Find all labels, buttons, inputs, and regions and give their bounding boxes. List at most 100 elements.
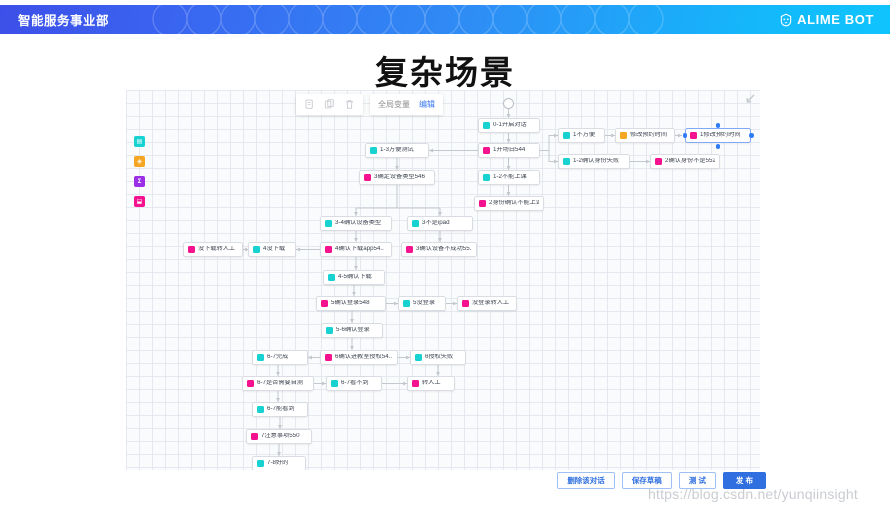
- flow-node-n6[interactable]: 修改预约时间: [615, 128, 675, 143]
- node-type-chip-icon: [370, 147, 377, 154]
- node-type-chip-icon: [326, 327, 333, 334]
- flow-node-n18[interactable]: 4-5确认下载: [323, 270, 385, 285]
- node-label: 转人工: [422, 380, 441, 387]
- watermark-text: https://blog.csdn.net/yunqiinsight: [648, 486, 858, 502]
- header-title: 智能服务事业部: [18, 14, 110, 28]
- node-type-chip-icon: [257, 406, 264, 413]
- flow-node-n19[interactable]: 5确认登录548: [316, 296, 386, 311]
- node-type-chip-icon: [412, 220, 419, 227]
- flow-start-node[interactable]: [503, 98, 514, 109]
- node-label: 6-7看不到: [341, 380, 369, 387]
- header-hex-pattern: [152, 5, 664, 34]
- node-label: 6-7能看到: [267, 406, 295, 413]
- flow-node-n1[interactable]: 0-1开启对话: [478, 118, 540, 133]
- flow-node-n10[interactable]: 1-3方便测试: [365, 143, 429, 158]
- publish-button[interactable]: 发 布: [722, 472, 766, 489]
- flow-node-n15[interactable]: 3确认设备不成功55..: [401, 242, 477, 257]
- flow-node-n30[interactable]: 7注意事项550: [246, 429, 312, 444]
- trash-icon[interactable]: [344, 99, 355, 110]
- node-type-chip-icon: [563, 158, 570, 165]
- node-label: 6授权失败: [425, 354, 454, 361]
- node-label: 7-8好的: [267, 460, 289, 467]
- node-type-chip-icon: [483, 174, 490, 181]
- node-type-chip-icon: [690, 132, 697, 139]
- flow-node-n20[interactable]: 5没登录: [398, 296, 446, 311]
- flow-node-n14[interactable]: 4确认下载app54..: [320, 242, 392, 257]
- flow-node-n29[interactable]: 6-7能看到: [252, 402, 308, 417]
- page-title: 复杂场景: [375, 54, 515, 91]
- flow-edges: [242, 109, 683, 457]
- node-resize-handle-top[interactable]: [715, 123, 721, 128]
- node-label: 3确定设备类型546: [374, 174, 425, 181]
- node-resize-handle-right[interactable]: [749, 133, 754, 138]
- node-type-chip-icon: [253, 246, 260, 253]
- node-type-chip-icon: [331, 380, 338, 387]
- flow-node-n31[interactable]: 7-8好的: [252, 456, 306, 470]
- node-type-chip-icon: [188, 246, 195, 253]
- node-type-chip-icon: [406, 246, 413, 253]
- node-label: 3-4确认设备类型: [335, 220, 382, 227]
- node-label: 修改预约时间: [630, 132, 668, 139]
- flow-node-n25[interactable]: 6授权失败: [410, 350, 466, 365]
- flow-node-n26[interactable]: 6-7是否需要自测: [242, 376, 314, 391]
- flow-node-n24[interactable]: 6确认进教室授权54..: [320, 350, 398, 365]
- node-type-chip-icon: [483, 147, 490, 154]
- flow-node-n4[interactable]: 2身份确认不能上课5..: [474, 196, 544, 211]
- flow-node-n23[interactable]: 6-7完成: [252, 350, 308, 365]
- node-type-chip-icon: [483, 122, 490, 129]
- node-type-chip-icon: [325, 220, 332, 227]
- node-label: 没下载转人工: [198, 246, 236, 253]
- flow-node-n21[interactable]: 没登录转人工: [457, 296, 517, 311]
- node-label: 6-7完成: [267, 354, 289, 361]
- node-type-chip-icon: [325, 246, 332, 253]
- flow-node-n9[interactable]: 2确认身份不是552: [650, 154, 720, 169]
- palette-item-transfer[interactable]: ⬓: [134, 196, 145, 207]
- flow-node-n12[interactable]: 3-4确认设备类型: [320, 216, 392, 231]
- copy-icon[interactable]: [304, 99, 315, 110]
- node-type-chip-icon: [247, 380, 254, 387]
- node-resize-handle-left[interactable]: [682, 133, 687, 138]
- flow-node-n27[interactable]: 6-7看不到: [326, 376, 382, 391]
- save-draft-button[interactable]: 保存草稿: [621, 472, 672, 489]
- flow-node-n2[interactable]: 1开场白544: [478, 143, 540, 158]
- footer-actions: 删除该对话 保存草稿 测 试 发 布: [557, 472, 766, 489]
- node-type-chip-icon: [321, 300, 328, 307]
- palette-item-api[interactable]: Σ: [134, 176, 145, 187]
- flow-node-n5[interactable]: 1不方便: [558, 128, 605, 143]
- flow-canvas[interactable]: 全局变量 编辑: [126, 90, 760, 470]
- flow-node-n8[interactable]: 1-2确认身份失败: [558, 154, 630, 169]
- node-type-chip-icon: [563, 132, 570, 139]
- node-label: 5确认登录548: [331, 300, 370, 307]
- flow-node-n3[interactable]: 1-2不能上课: [478, 170, 540, 185]
- node-label: 3不是ipad: [422, 220, 450, 227]
- node-type-chip-icon: [479, 200, 486, 207]
- node-label: 1开场白544: [493, 147, 526, 154]
- global-variable-edit-link[interactable]: 编辑: [419, 100, 435, 109]
- palette-item-message[interactable]: ▤: [134, 136, 145, 147]
- palette-item-condition[interactable]: ◈: [134, 156, 145, 167]
- global-variable-group[interactable]: 全局变量 编辑: [370, 94, 443, 115]
- node-label: 1修改预约时间: [700, 132, 741, 139]
- node-label: 1-2不能上课: [493, 174, 527, 181]
- flow-node-n11[interactable]: 3确定设备类型546: [359, 170, 435, 185]
- flow-node-n17[interactable]: 没下载转人工: [183, 242, 243, 257]
- node-type-chip-icon: [620, 132, 627, 139]
- watermark: https://blog.csdn.net/yunqiinsight: [648, 486, 858, 502]
- node-label: 4没下载: [263, 246, 286, 253]
- flow-node-n13[interactable]: 3不是ipad: [407, 216, 473, 231]
- node-resize-handle-bottom[interactable]: [715, 144, 721, 149]
- test-button[interactable]: 测 试: [678, 472, 716, 489]
- flow-node-n28[interactable]: 转人工: [407, 376, 455, 391]
- flow-node-n7[interactable]: 1修改预约时间: [685, 128, 751, 143]
- collapse-arrow-icon[interactable]: [744, 94, 755, 105]
- node-label: 4-5确认下载: [338, 274, 372, 281]
- node-label: 7注意事项550: [261, 433, 300, 440]
- node-type-chip-icon: [328, 274, 335, 281]
- delete-dialog-button[interactable]: 删除该对话: [557, 472, 615, 489]
- node-palette: ▤ ◈ Σ ⬓: [134, 136, 147, 216]
- node-type-chip-icon: [251, 433, 258, 440]
- flow-node-n22[interactable]: 5-6确认登录: [321, 323, 383, 338]
- flow-node-n16[interactable]: 4没下载: [248, 242, 296, 257]
- duplicate-icon[interactable]: [324, 99, 335, 110]
